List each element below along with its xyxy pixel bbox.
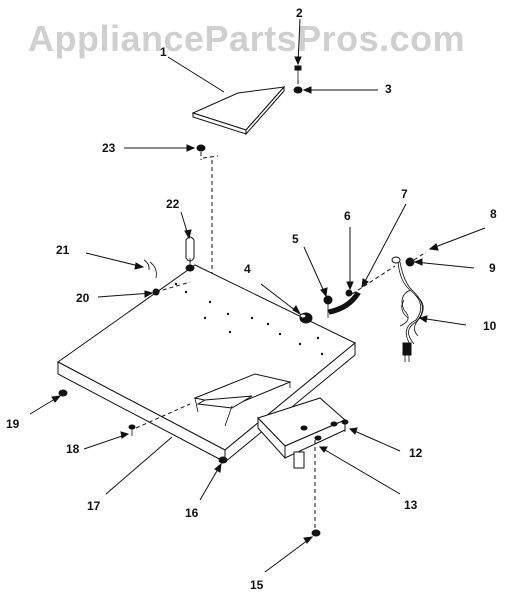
- screw-2-3: [293, 65, 303, 94]
- table-top: [57, 264, 356, 464]
- fasteners: [58, 236, 396, 537]
- callout-15: 15: [250, 578, 264, 592]
- callout-22: 22: [166, 197, 180, 211]
- callout-1: 1: [160, 45, 167, 59]
- callout-7: 7: [401, 187, 408, 201]
- base-bracket: [257, 397, 346, 530]
- callout-18: 18: [66, 442, 80, 456]
- callout-19: 19: [6, 417, 20, 431]
- callout-10: 10: [483, 319, 497, 333]
- callout-9: 9: [489, 261, 496, 275]
- callout-17: 17: [87, 499, 101, 513]
- callout-3: 3: [385, 82, 392, 96]
- callout-labels: 1 2 3 4 5 6 7 8 9 10 12 13 15 16 17 18 1…: [6, 6, 497, 592]
- callout-13: 13: [404, 498, 418, 512]
- watermark-text: AppliancePartsPros.com: [28, 18, 465, 59]
- callout-16: 16: [185, 506, 199, 520]
- arrowheads: [51, 56, 439, 544]
- callout-23: 23: [102, 141, 116, 155]
- callout-8: 8: [490, 207, 497, 221]
- callout-4: 4: [244, 262, 251, 276]
- callout-5: 5: [292, 232, 299, 246]
- power-cord: [391, 251, 427, 362]
- callout-6: 6: [344, 209, 351, 223]
- callout-21: 21: [56, 243, 70, 257]
- callout-12: 12: [409, 446, 423, 460]
- callout-20: 20: [76, 291, 90, 305]
- callout-2: 2: [296, 6, 303, 20]
- cover-plate: [191, 85, 286, 136]
- leader-lines: [29, 18, 486, 573]
